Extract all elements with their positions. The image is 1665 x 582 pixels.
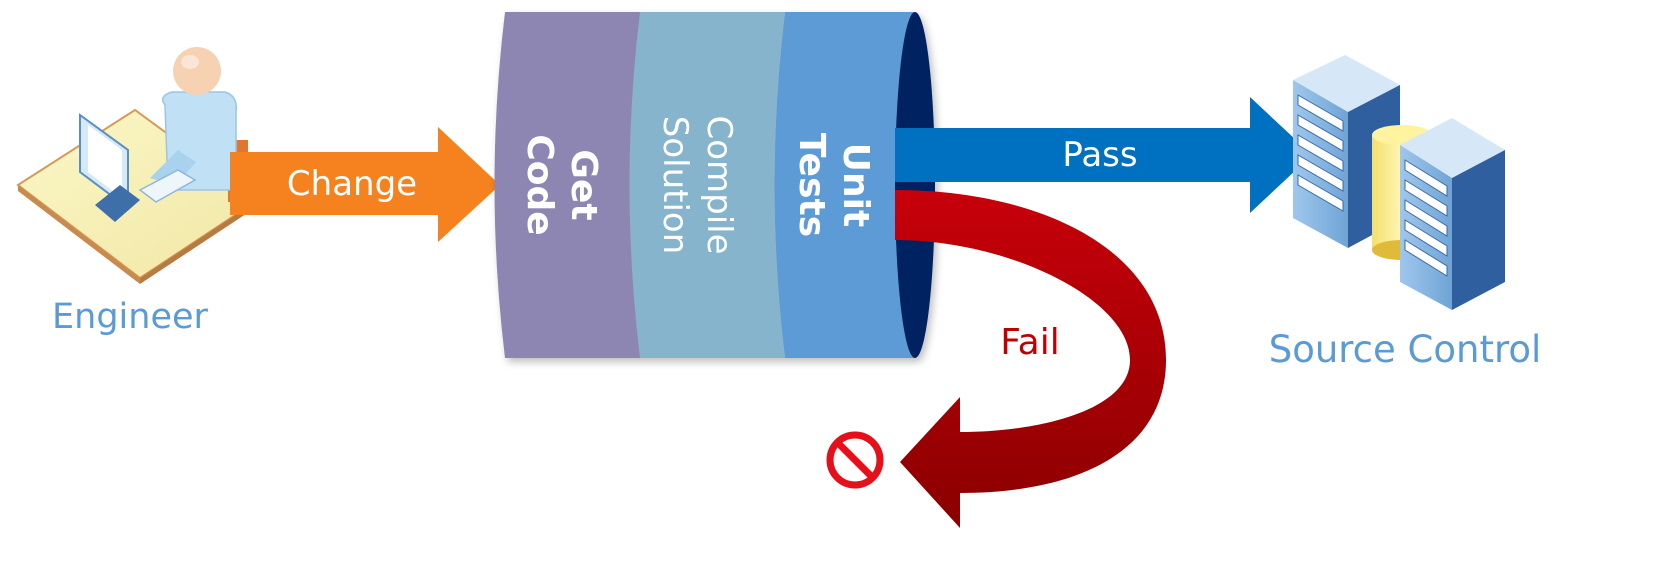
stage-get-code-line2: Code bbox=[519, 134, 560, 235]
pipeline-cylinder bbox=[494, 12, 935, 358]
stage-unit-tests-line2: Tests bbox=[791, 133, 832, 237]
engineer-at-desk-icon bbox=[16, 47, 260, 284]
servers-icon bbox=[1293, 55, 1505, 310]
stage-compile-line1: Compile bbox=[699, 115, 739, 254]
stage-compile-line2: Solution bbox=[655, 116, 695, 255]
stage-get-code-line1: Get bbox=[563, 149, 604, 220]
fail-label: Fail bbox=[1000, 322, 1059, 363]
pass-arrow bbox=[895, 97, 1312, 213]
cylinder-end bbox=[895, 12, 935, 358]
change-arrow bbox=[230, 127, 500, 242]
stage-unit-tests bbox=[774, 12, 925, 358]
stage-unit-tests-line1: Unit bbox=[835, 143, 876, 227]
stage-compile-solution bbox=[629, 12, 785, 358]
source-control-label: Source Control bbox=[1269, 328, 1542, 371]
pass-label: Pass bbox=[1062, 135, 1137, 175]
no-entry-icon bbox=[826, 431, 884, 489]
fail-arrow bbox=[895, 190, 1166, 528]
engineer-label: Engineer bbox=[52, 297, 208, 337]
stage-get-code bbox=[494, 12, 640, 358]
change-label: Change bbox=[287, 164, 417, 204]
